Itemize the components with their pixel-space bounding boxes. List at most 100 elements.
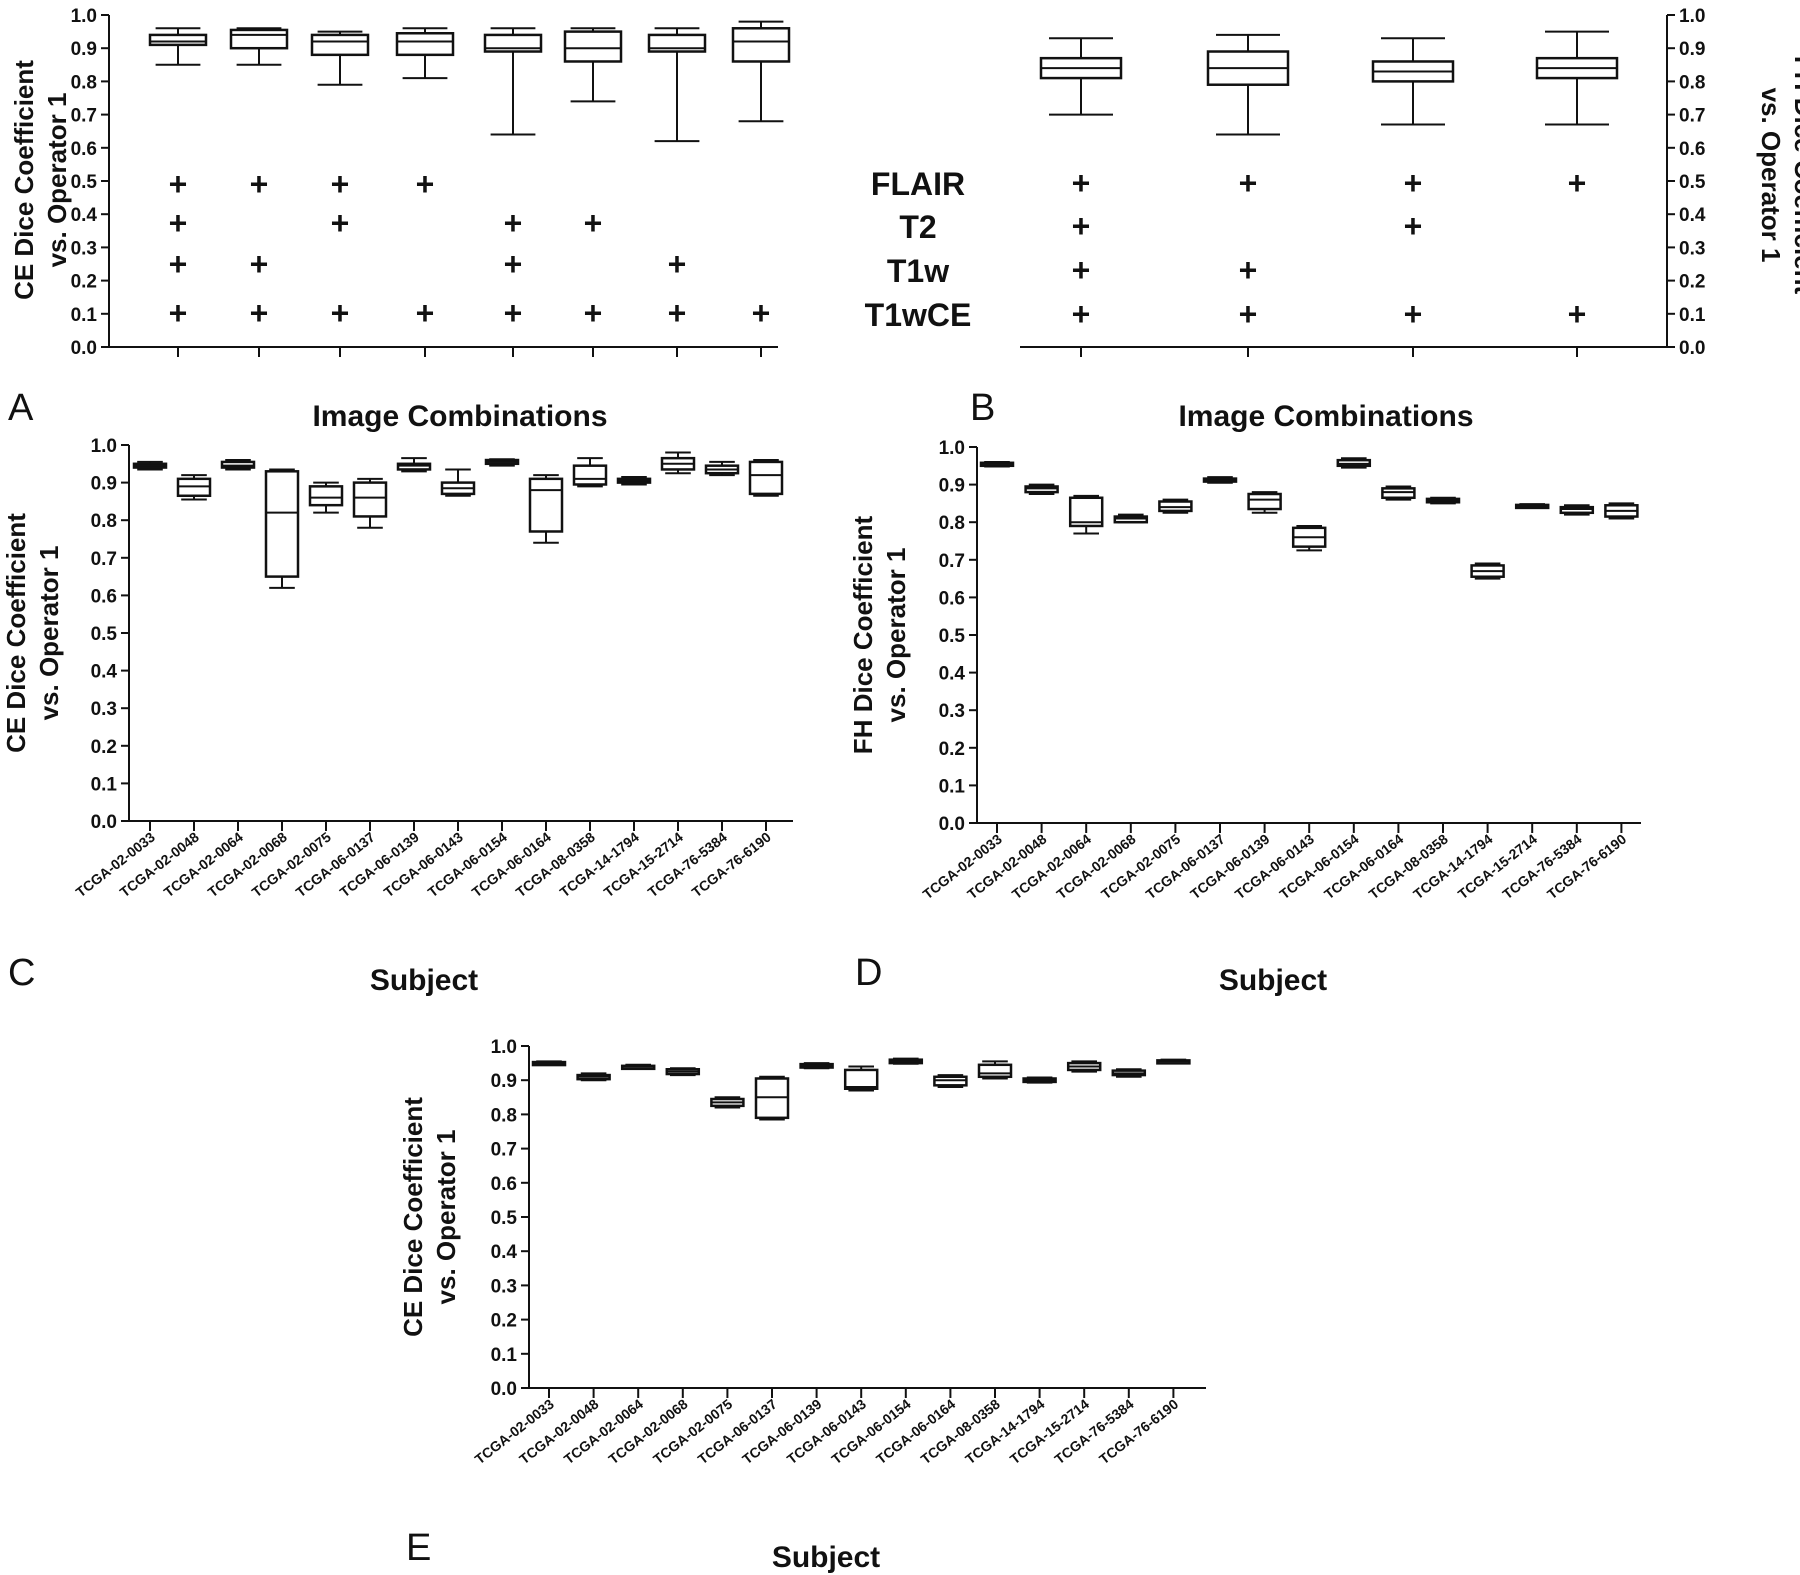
- box-plot-6: [352, 477, 388, 529]
- box-plot-2: [1024, 483, 1059, 495]
- y-tick-label: 0.6: [491, 1174, 517, 1195]
- x-category-label: TCGA-06-0137: [1143, 831, 1228, 903]
- box-plot-7: [799, 1062, 834, 1070]
- box-plot-3: [220, 459, 256, 471]
- y-tick-label: 0.1: [939, 776, 966, 797]
- interquartile-box: [352, 481, 388, 518]
- interquartile-box: [1247, 492, 1282, 511]
- box-plot-1: [531, 1060, 567, 1067]
- y-tick-label: 0.4: [491, 1242, 518, 1263]
- box-plot-14: [1111, 1068, 1147, 1078]
- x-axis-title: Image Combinations: [312, 400, 607, 433]
- y-axis-title: vs. Operator 1: [431, 1130, 461, 1305]
- combination-marker: +: [504, 246, 523, 282]
- y-tick-label: 0.2: [71, 272, 97, 293]
- interquartile-box: [572, 464, 608, 486]
- y-tick-label: 1.0: [91, 436, 117, 457]
- y-tick-label: 0.1: [71, 305, 98, 326]
- box-plot-4: [665, 1067, 701, 1077]
- y-tick-label: 0.3: [91, 699, 117, 720]
- box-plot-3: [1068, 494, 1104, 535]
- panel-e-chart: 0.00.10.20.30.40.50.60.70.80.91.0TCGA-02…: [398, 1037, 1206, 1574]
- modality-row-label: FLAIR: [871, 166, 965, 202]
- combination-marker: +: [504, 295, 523, 331]
- y-tick-label: 0.8: [939, 513, 965, 534]
- box-plot-5: [1158, 498, 1193, 514]
- combination-marker: +: [504, 205, 523, 241]
- interquartile-box: [148, 33, 208, 47]
- box-plot-13: [1066, 1060, 1102, 1073]
- x-category-label: TCGA-06-0164: [873, 1396, 958, 1468]
- y-axis-title: CE Dice Coefficient: [398, 1097, 428, 1337]
- y-tick-label: 0.4: [1679, 205, 1706, 226]
- box-plot-9: [1336, 457, 1372, 469]
- box-plot-11: [572, 457, 608, 488]
- y-tick-label: 0.3: [1679, 238, 1705, 259]
- panel-b-chart: 0.00.10.20.30.40.50.60.70.80.91.0+++++++…: [865, 6, 1800, 433]
- box-plot-5: [483, 27, 543, 136]
- combination-marker: +: [1568, 296, 1587, 332]
- x-category-label: TCGA-02-0064: [1009, 831, 1094, 903]
- box-plot-7: [396, 457, 432, 473]
- y-tick-label: 0.5: [71, 172, 98, 193]
- x-category-label: TCGA-15-2714: [1455, 831, 1540, 903]
- y-tick-label: 0.0: [91, 812, 117, 833]
- y-tick-label: 1.0: [1679, 6, 1705, 27]
- y-tick-label: 1.0: [71, 6, 97, 27]
- box-plot-15: [748, 459, 784, 497]
- y-tick-label: 0.6: [71, 139, 97, 160]
- y-axis-title: vs. Operator 1: [34, 546, 64, 721]
- y-tick-label: 0.8: [1679, 72, 1705, 93]
- box-plot-11: [1425, 496, 1461, 505]
- panel-c-chart: 0.00.10.20.30.40.50.60.70.80.91.0TCGA-02…: [1, 436, 793, 997]
- box-plot-1: [1039, 37, 1123, 116]
- combination-marker: +: [1072, 252, 1091, 288]
- modality-row-label: T1wCE: [865, 297, 972, 333]
- y-tick-label: 0.4: [91, 662, 118, 683]
- box-plot-8: [1291, 524, 1327, 552]
- y-tick-label: 0.8: [71, 72, 97, 93]
- interquartile-box: [528, 477, 564, 533]
- y-tick-label: 0.9: [1679, 39, 1705, 60]
- box-plot-13: [660, 451, 696, 475]
- x-category-label: TCGA-06-0137: [695, 1396, 780, 1468]
- box-plot-12: [1022, 1076, 1057, 1084]
- interquartile-box: [395, 32, 455, 57]
- box-plot-15: [1604, 502, 1639, 520]
- combination-marker: +: [1404, 296, 1423, 332]
- y-tick-label: 0.0: [939, 814, 965, 835]
- y-tick-label: 0.6: [939, 588, 965, 609]
- y-tick-label: 0.5: [939, 626, 966, 647]
- combination-marker: +: [250, 295, 269, 331]
- x-category-label: TCGA-76-6190: [689, 829, 774, 901]
- x-category-label: TCGA-06-0139: [739, 1396, 824, 1468]
- y-tick-label: 0.5: [491, 1208, 518, 1229]
- box-plot-2: [576, 1072, 611, 1082]
- y-tick-label: 0.7: [71, 106, 97, 127]
- box-plot-3: [1371, 37, 1455, 126]
- y-axis-title: CE Dice Coefficient: [9, 60, 39, 300]
- panel-letter: C: [8, 952, 35, 994]
- combination-marker: +: [416, 295, 435, 331]
- combination-marker: +: [416, 166, 435, 202]
- y-tick-label: 0.2: [91, 737, 117, 758]
- modality-row-label: T1w: [887, 253, 949, 289]
- y-tick-label: 0.5: [91, 624, 118, 645]
- x-category-label: TCGA-02-0068: [605, 1396, 690, 1468]
- y-axis-title: vs. Operator 1: [1756, 88, 1786, 263]
- x-category-label: TCGA-76-6190: [1544, 831, 1629, 903]
- box-plot-3: [310, 30, 370, 86]
- box-plot-7: [1247, 491, 1282, 514]
- y-tick-label: 0.2: [491, 1311, 517, 1332]
- box-plot-4: [1113, 513, 1149, 524]
- box-plot-8: [843, 1065, 879, 1092]
- y-tick-label: 0.3: [491, 1276, 517, 1297]
- box-plot-2: [229, 27, 289, 66]
- x-category-label: TCGA-02-0068: [1053, 831, 1138, 903]
- y-tick-label: 0.0: [491, 1379, 517, 1400]
- y-tick-label: 0.0: [1679, 338, 1705, 359]
- y-tick-label: 0.5: [1679, 172, 1706, 193]
- box-plot-4: [264, 468, 300, 589]
- x-category-label: TCGA-08-0358: [918, 1396, 1003, 1468]
